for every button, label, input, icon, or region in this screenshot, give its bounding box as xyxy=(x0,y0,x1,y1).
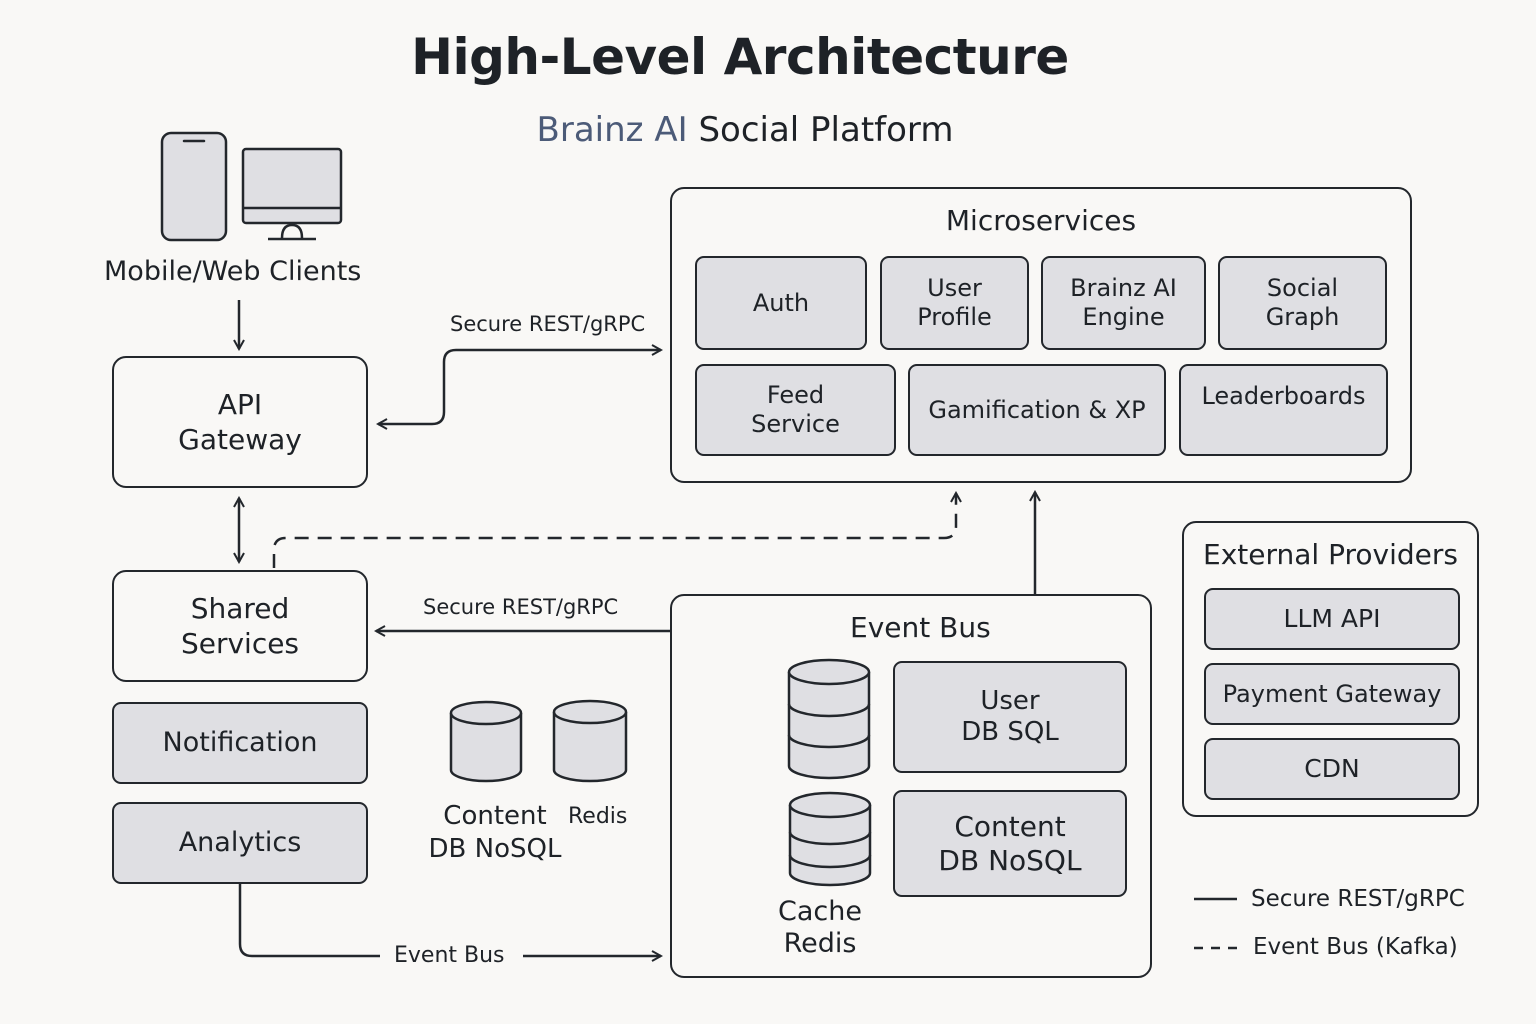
leaderboards-service: Leaderboards xyxy=(1179,364,1388,456)
user-db-line2: DB SQL xyxy=(961,717,1059,747)
eventbus-shared-connector-label: Secure REST/gRPC xyxy=(423,595,619,619)
user-db-box: User DB SQL xyxy=(893,661,1127,773)
api-gateway-box: API Gateway xyxy=(112,356,368,488)
feed-service: Feed Service xyxy=(695,364,896,456)
event-bus-container xyxy=(670,594,1152,978)
gateway-micro-connector-label: Secure REST/gRPC xyxy=(450,312,646,336)
auth-service: Auth xyxy=(695,256,867,350)
content-db-cylinder-icon xyxy=(449,700,523,783)
brainz-engine-line1: Brainz AI xyxy=(1070,274,1177,303)
api-gateway-line1: API xyxy=(217,388,263,421)
subtitle-rest: Social Platform xyxy=(698,110,954,150)
diagram-subtitle: Brainz AI Social Platform xyxy=(0,110,1490,150)
analytics-box: Analytics xyxy=(112,802,368,884)
payment-gateway-box: Payment Gateway xyxy=(1204,663,1460,725)
cache-redis-label: Cache Redis xyxy=(760,896,880,961)
feed-service-line1: Feed xyxy=(766,381,825,410)
cache-line2: Redis xyxy=(783,928,857,960)
cache-line1: Cache xyxy=(778,896,862,927)
social-graph-service: Social Graph xyxy=(1218,256,1387,350)
social-graph-line2: Graph xyxy=(1265,303,1340,331)
content-db-box: Content DB NoSQL xyxy=(893,790,1127,897)
external-providers-title: External Providers xyxy=(1203,538,1458,571)
gateway-micro-connector xyxy=(378,350,661,424)
microservices-title: Microservices xyxy=(945,204,1137,237)
diagram-title: High-Level Architecture xyxy=(411,28,1069,86)
nql-badge: NQL xyxy=(563,737,612,763)
shared-services-line2: Services xyxy=(180,627,300,660)
clients-label: Mobile/Web Clients xyxy=(104,256,362,287)
feed-service-line2: Service xyxy=(751,410,840,438)
redis-label: Redis xyxy=(568,804,628,829)
brainz-engine-line2: Engine xyxy=(1082,303,1165,331)
social-graph-line1: Social xyxy=(1266,274,1339,303)
brainz-ai-engine-service: Brainz AI Engine xyxy=(1041,256,1206,350)
content-db-line2: DB NoSQL xyxy=(938,843,1082,877)
content-db-nosql-label: Content DB NoSQL xyxy=(420,800,570,865)
llm-api-box: LLM API xyxy=(1204,588,1460,650)
user-profile-line1: User xyxy=(927,274,982,303)
shared-services-line1: Shared xyxy=(190,592,290,625)
event-bus-title: Event Bus xyxy=(850,611,991,644)
desktop-monitor-icon xyxy=(241,147,343,241)
analytics-eventbus-line xyxy=(238,884,380,958)
content-db-label-line1: Content xyxy=(443,801,547,831)
content-db-label-line2: DB NoSQL xyxy=(428,833,562,864)
content-db-line1: Content xyxy=(954,809,1066,843)
gamification-service: Gamification & XP xyxy=(908,364,1166,456)
notification-box: Notification xyxy=(112,702,368,784)
shared-to-micro-dashed-connector xyxy=(272,493,956,568)
shared-services-box: Shared Services xyxy=(112,570,368,682)
user-profile-line2: Profile xyxy=(917,303,992,331)
legend-dashed-label: Event Bus (Kafka) xyxy=(1253,934,1458,960)
legend-solid-label: Secure REST/gRPC xyxy=(1251,886,1465,912)
analytics-eventbus-connector-label: Event Bus xyxy=(394,943,505,968)
user-db-line1: User xyxy=(980,685,1040,716)
api-gateway-line2: Gateway xyxy=(178,423,302,456)
subtitle-brand: Brainz AI xyxy=(536,110,688,150)
user-profile-service: User Profile xyxy=(880,256,1029,350)
cdn-box: CDN xyxy=(1204,738,1460,800)
